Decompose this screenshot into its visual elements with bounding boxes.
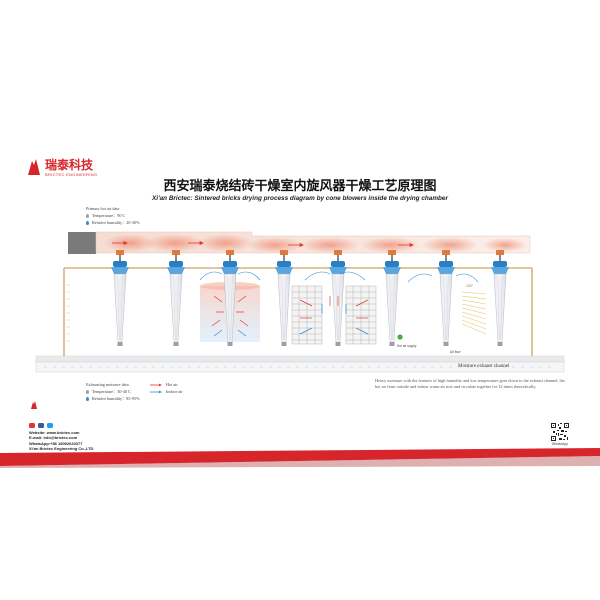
contact-email[interactable]: E-mail: info@brictec.com [29,435,78,441]
cone-blowers [111,250,509,346]
droplet-icon [86,221,89,226]
cone-blower [383,250,401,346]
legend-hot-air: Hot air [150,381,183,388]
air-flow-label: Air flow [450,350,461,354]
exhaust-humidity: Relative humidity：85-95% [92,396,140,401]
brand-logo-icon [28,159,40,175]
twitter-icon[interactable] [47,423,53,428]
brand-name: 瑞泰科技 [45,158,94,172]
legend-hot-air-label: Hot air [166,382,178,387]
angle-marker [461,291,487,335]
youtube-icon[interactable] [29,423,35,428]
mixing-flow-arrows [199,271,479,337]
thermometer-icon [86,390,89,395]
indoor-air-arrow-icon [150,390,162,393]
cone-blower [329,250,347,346]
cone-blower [221,250,239,346]
social-links [29,423,53,428]
qr-label: WhatsApp [551,442,569,446]
exhaust-temperature: Temperature：30-40 C [92,389,131,394]
exhaust-data: Exhausting moisture data Temperature：30-… [86,381,140,402]
legend: Hot air Indoor air [150,381,183,395]
contact-block: Website: www.brictec.com E-mail: info@br… [29,430,93,451]
hot-air-data: Primary hot air data Temperature：90 C Re… [86,205,140,226]
brick-stack-left [291,285,323,345]
angle-label: 120° [466,284,474,288]
brick-stack-right [345,285,377,345]
brand-logo-icon [31,401,37,409]
exhaust-heading: Exhausting moisture data [86,382,129,387]
air-supply-label: Hot air supply [397,344,417,348]
contact-company: Xi'an Brictec Engineering Co.,LTD [29,445,94,451]
contact-whatsapp[interactable]: WhatsApp:+86 18092620377 [29,440,83,446]
qr-code-icon[interactable] [551,423,569,441]
cone-blower [167,250,185,346]
hot-air-arrow-icon [150,383,162,386]
chamber-floor [35,355,565,363]
cone-blower [275,250,293,346]
brand-band [0,448,600,466]
hot-air-temperature: Temperature：90 C [92,213,126,218]
page-title: 西安瑞泰烧结砖干燥室内旋风器干燥工艺原理图 [163,179,437,194]
hot-air-humidity: Relative humidity：20-30% [92,220,140,225]
legend-indoor-air-label: Indoor air [166,389,183,394]
heat-glow [104,234,527,253]
legend-indoor-air: Indoor air [150,388,183,395]
hot-air-inlet [68,232,96,254]
frame-ticks [66,284,70,342]
droplet-icon [86,397,89,402]
process-description: Heavy moisture with the features of high… [375,378,565,389]
duct-hot-air-arrows [112,240,414,248]
cone-blower [437,250,455,346]
thermometer-icon [86,214,89,219]
brand-logo: 瑞泰科技 BRICTEC ENGINEERING [26,155,118,183]
cone-blower [491,250,509,346]
cone-blower [111,250,129,346]
brand-subtitle: BRICTEC ENGINEERING [45,172,98,177]
facebook-icon[interactable] [38,423,44,428]
page-subtitle: Xi'an Brictec: Sintered bricks drying pr… [152,195,448,202]
contact-website[interactable]: Website: www.brictec.com [29,430,80,435]
moisture-exhaust-channel [35,361,565,373]
hot-air-heading: Primary hot air data [86,206,120,211]
channel-label: Moisture exhaust channel [458,364,510,369]
air-supply-marker [397,334,403,340]
